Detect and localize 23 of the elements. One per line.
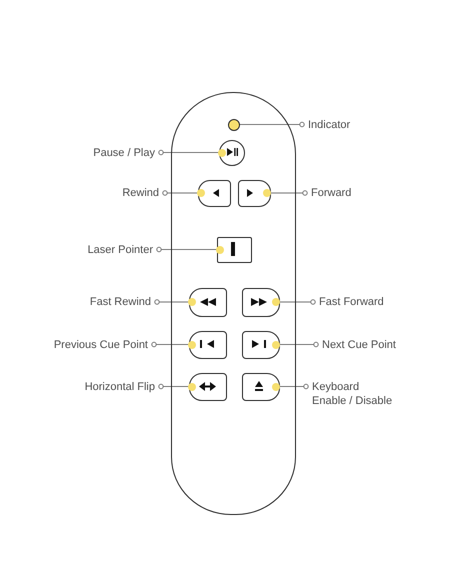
remote-button — [188, 330, 226, 358]
indicator-light — [228, 118, 240, 130]
callout-label: Horizontal Flip — [84, 380, 155, 394]
callout-label: Next Cue Point — [322, 338, 396, 352]
remote-button — [238, 180, 270, 206]
remote-button — [242, 330, 280, 358]
remote-button — [242, 372, 280, 400]
remote-button — [242, 288, 280, 316]
remote-button — [188, 372, 226, 400]
callout-label: Rewind — [122, 186, 159, 200]
callout-label: Laser Pointer — [88, 243, 153, 257]
remote-body — [171, 92, 296, 515]
callout-label: Fast Forward — [319, 295, 384, 309]
callout-label: Pause / Play — [93, 146, 155, 160]
remote-button — [198, 180, 230, 206]
callout-label: Forward — [311, 186, 352, 200]
remote-button — [216, 236, 252, 262]
callout-label: Previous Cue Point — [54, 338, 148, 352]
callout-label: Fast Rewind — [90, 295, 151, 309]
remote-button — [218, 140, 244, 166]
callout-label: Keyboard Enable / Disable — [312, 380, 394, 408]
remote-button — [188, 288, 226, 316]
callout-label: Indicator — [308, 118, 350, 132]
